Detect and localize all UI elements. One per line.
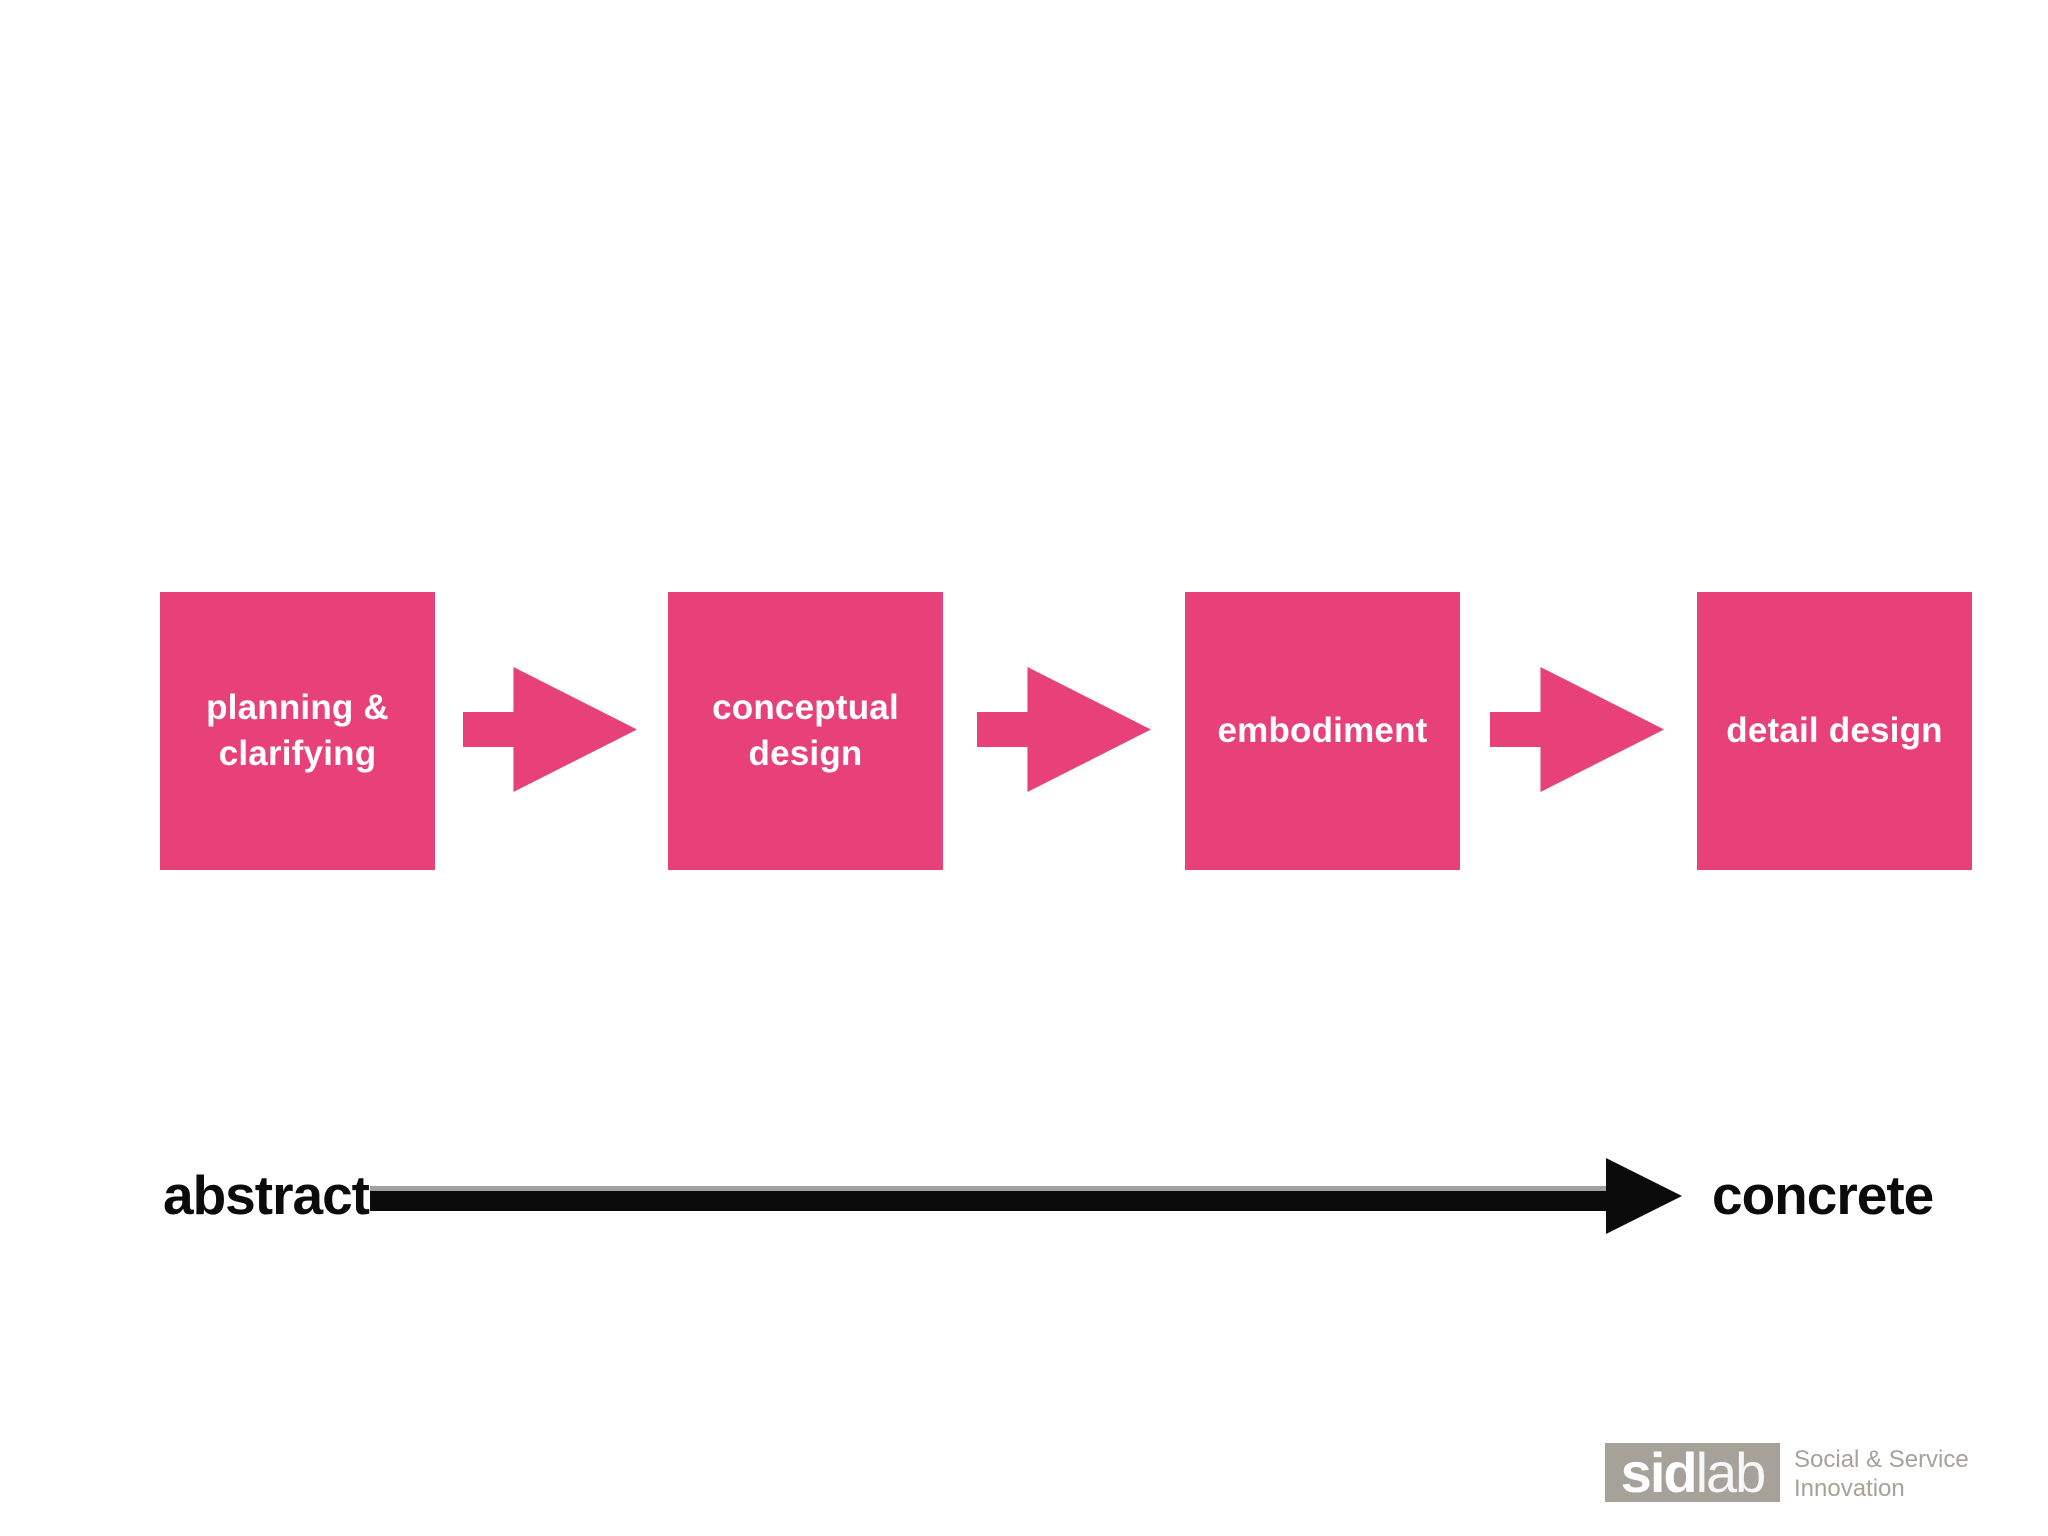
logo-sidlab: sid lab Social & Service Innovation — [1605, 1443, 1969, 1503]
logo-tagline: Social & Service Innovation — [1794, 1443, 1969, 1503]
stage-label-planning-clarifying: planning & clarifying — [206, 687, 389, 773]
stage-box-conceptual-design: conceptual design — [668, 592, 943, 870]
stage-box-embodiment: embodiment — [1185, 592, 1460, 870]
flow-arrow-icon-2 — [977, 667, 1151, 792]
logo-mark-sid: sid — [1620, 1443, 1698, 1502]
logo-mark-lab: lab — [1695, 1443, 1767, 1502]
flow-arrow-icon-3 — [1490, 667, 1664, 792]
stage-label-detail-design: detail design — [1726, 710, 1943, 750]
logo-sidlab-mark: sid lab — [1605, 1443, 1780, 1502]
stage-label-embodiment: embodiment — [1217, 710, 1428, 750]
flow-arrow-icon-1 — [463, 667, 637, 792]
stage-box-detail-design: detail design — [1697, 592, 1972, 870]
axis-label-abstract: abstract — [163, 1164, 370, 1226]
logo-tagline-line2: Innovation — [1794, 1475, 1905, 1502]
stage-box-planning-clarifying: planning & clarifying — [160, 592, 435, 870]
stage-label-conceptual-design: conceptual design — [712, 687, 899, 773]
axis-label-concrete: concrete — [1712, 1164, 1934, 1226]
logo-tagline-line1: Social & Service — [1794, 1446, 1969, 1473]
axis-arrow-icon — [370, 1158, 1682, 1234]
